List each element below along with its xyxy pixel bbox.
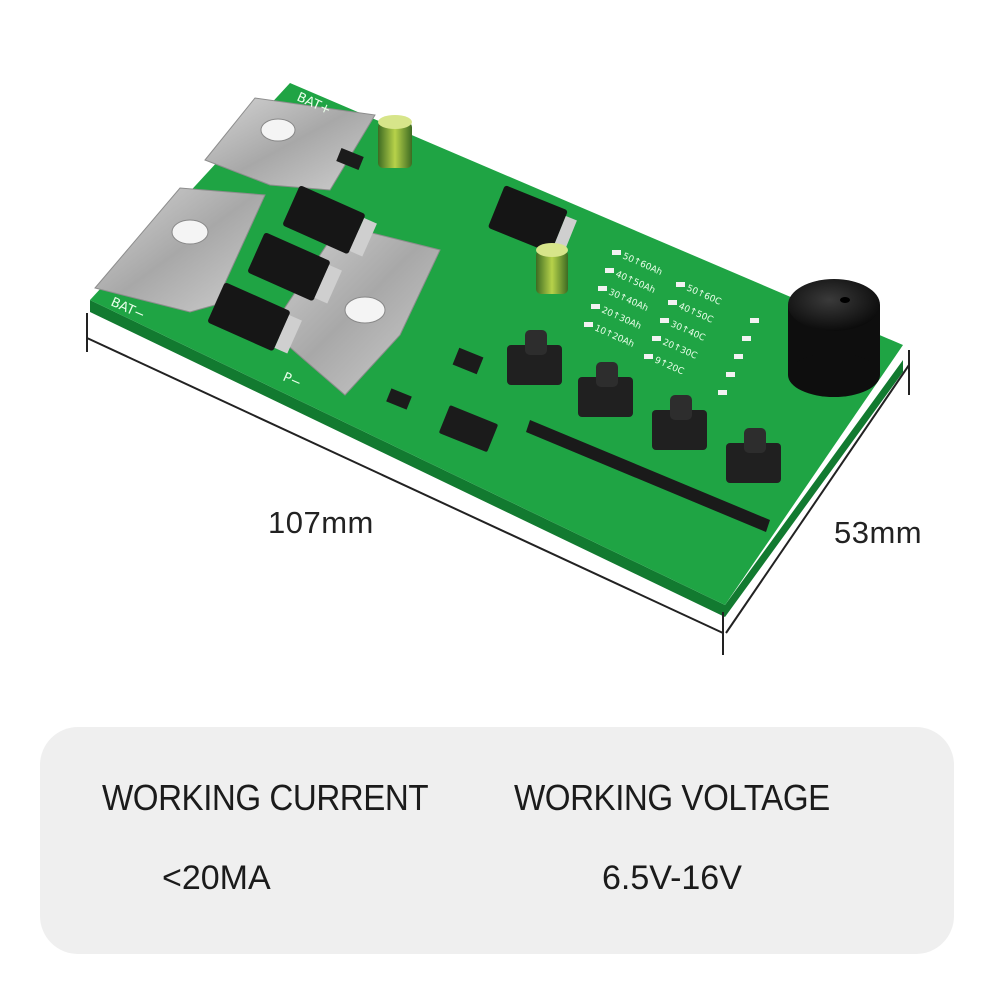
width-dimension-line: [725, 350, 910, 634]
length-dimension-line: [86, 313, 724, 655]
pcb-board-illustration: BAT+ BAT− P− 50↑60Ah 40↑50Ah 30↑40Ah 20↑…: [86, 83, 910, 655]
spec-panel: WORKING CURRENT WORKING VOLTAGE <20MA 6.…: [40, 727, 954, 954]
led-indicators: [584, 250, 759, 395]
width-dimension-label: 53mm: [834, 515, 923, 550]
mosfet-row: [208, 185, 377, 354]
p-minus-label: P−: [280, 370, 303, 391]
working-current-label: WORKING CURRENT: [102, 777, 429, 818]
voltage-regulator-chip: [488, 185, 577, 253]
tactile-button: [578, 362, 633, 417]
tactile-button: [652, 395, 707, 450]
smd-chip: [452, 347, 484, 375]
tactile-button: [507, 330, 562, 385]
smd-chip: [386, 388, 412, 410]
electrolytic-capacitor: [536, 243, 568, 294]
controller-chip: [439, 405, 498, 452]
bat-minus-pad: [94, 187, 266, 313]
smd-chip: [336, 148, 364, 170]
working-current-value: <20MA: [162, 859, 271, 897]
electrolytic-capacitor: [378, 115, 412, 168]
pin-header: [526, 420, 770, 532]
tactile-button: [726, 428, 781, 483]
working-voltage-label: WORKING VOLTAGE: [514, 777, 830, 818]
buzzer: [788, 279, 880, 397]
working-voltage-value: 6.5V-16V: [602, 859, 742, 897]
length-dimension-label: 107mm: [268, 505, 374, 540]
